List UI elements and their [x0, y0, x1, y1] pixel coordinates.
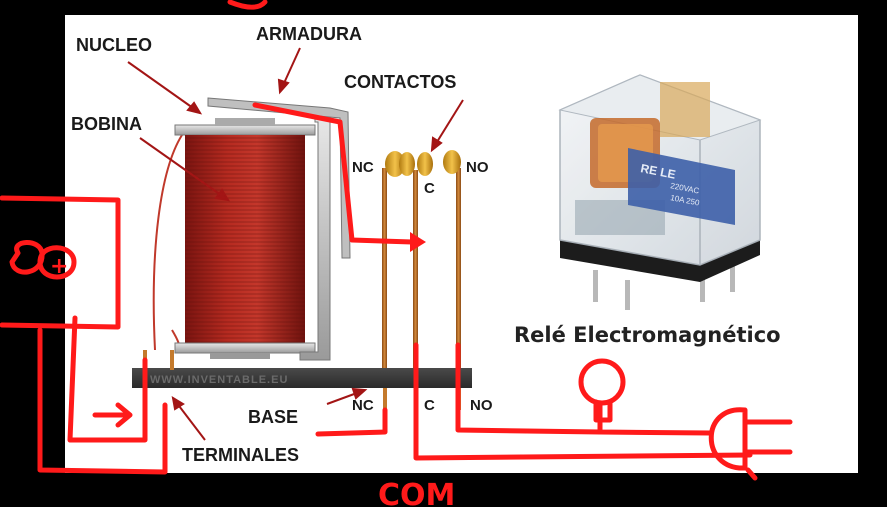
label-base: BASE	[248, 407, 298, 427]
wire-no	[455, 342, 713, 436]
hand-annotations: + COM	[0, 0, 793, 507]
lamp	[578, 358, 626, 406]
contact-nc	[385, 151, 405, 177]
wire-common	[413, 342, 753, 461]
coil-top-plate	[174, 124, 316, 136]
battery-plus: +	[50, 254, 68, 279]
watermark: WWW.INVENTABLE.EU	[150, 374, 288, 386]
com-label: COM	[378, 478, 455, 507]
wire-source-to-terminal-1	[37, 327, 168, 475]
label-nc-bottom: NC	[352, 397, 374, 414]
relay-base	[132, 368, 472, 388]
label-pointers	[127, 47, 464, 441]
plug	[708, 407, 748, 471]
label-c-top: C	[424, 180, 435, 197]
wire-source-to-terminal-2	[67, 315, 148, 443]
photo-caption: Relé Electromagnético	[514, 323, 781, 347]
contact-c-left	[399, 152, 415, 176]
yoke	[299, 114, 331, 361]
relay-schematic: WWW.INVENTABLE.EU	[132, 97, 472, 410]
label-contactos: CONTACTOS	[344, 72, 456, 92]
label-no-bottom: NO	[470, 397, 493, 414]
contact-strip-nc	[382, 168, 387, 368]
armature-current-path	[252, 102, 415, 245]
coil-bottom-plate	[174, 342, 316, 354]
coil-lead-wire	[152, 134, 183, 351]
armature	[207, 97, 351, 259]
contact-no	[443, 150, 461, 174]
power-source-box	[0, 195, 121, 330]
terminal-coil-2	[170, 350, 174, 370]
label-nc-top: NC	[352, 159, 374, 176]
relay-photo: RE LE 220VAC 10A 250	[558, 74, 762, 310]
core-top	[215, 118, 275, 126]
svg-text:RE LE: RE LE	[639, 161, 676, 181]
core-bottom	[210, 353, 270, 359]
label-c-bottom: C	[424, 397, 435, 414]
contact-strip-c	[413, 170, 418, 368]
label-no-top: NO	[466, 159, 489, 176]
terminal-nc	[383, 388, 387, 410]
label-terminales: TERMINALES	[182, 445, 299, 465]
contact-strip-no	[456, 168, 461, 368]
battery-symbol	[9, 240, 45, 275]
contact-c-right	[417, 152, 433, 176]
label-armadura: ARMADURA	[256, 24, 362, 44]
label-nucleo: NUCLEO	[76, 35, 152, 55]
relay-label	[628, 148, 735, 225]
label-bobina: BOBINA	[71, 114, 142, 134]
terminal-arrow	[92, 402, 133, 428]
wire-nc-bottom	[315, 407, 388, 437]
